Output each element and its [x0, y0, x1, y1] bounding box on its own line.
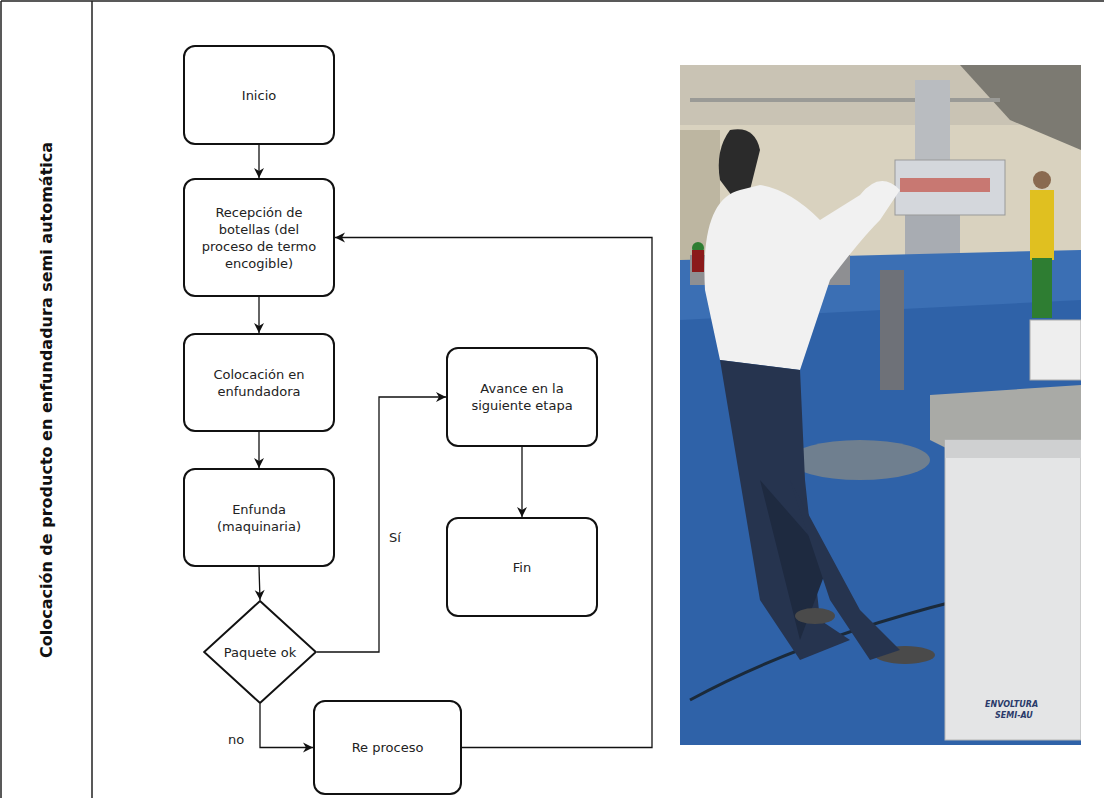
decision-diamond: Paquete ok: [203, 600, 317, 704]
row-heading: Colocación de producto en enfundadura se…: [37, 142, 56, 658]
edge-label: Sí: [387, 530, 403, 546]
flow-connector: [258, 145, 259, 178]
node-text: Paquete ok: [224, 644, 296, 661]
process-box: Avance en la siguiente etapa: [446, 347, 598, 447]
node-text: Colocación en enfundadora: [195, 366, 323, 400]
process-box: Enfunda (maquinaria): [183, 468, 335, 567]
process-box: Colocación en enfundadora: [183, 333, 335, 432]
flow-connector: [317, 397, 446, 652]
photo-text: SEMI-AU: [995, 711, 1033, 720]
flow-connector: [258, 297, 259, 333]
flow-connector: [258, 432, 259, 468]
start-box: Inicio: [183, 45, 335, 145]
node-text: Fin: [513, 559, 531, 576]
edge-label: no: [226, 732, 246, 748]
node-text: Enfunda (maquinaria): [195, 501, 323, 535]
flow-connector: [335, 238, 652, 748]
node-text: Avance en la siguiente etapa: [458, 380, 586, 414]
process-box: Recepción de botellas (del proceso de te…: [183, 178, 335, 297]
flow-connector: [260, 704, 313, 748]
photo-text: ENVOLTURA: [985, 700, 1038, 709]
node-text: Recepción de botellas (del proceso de te…: [195, 204, 323, 272]
flow-connector: [259, 567, 260, 600]
flow-connector: [521, 447, 522, 517]
node-text: Re proceso: [352, 739, 424, 756]
node-text: Inicio: [242, 87, 276, 104]
end-box: Fin: [446, 517, 598, 617]
process-box: Re proceso: [313, 700, 462, 795]
